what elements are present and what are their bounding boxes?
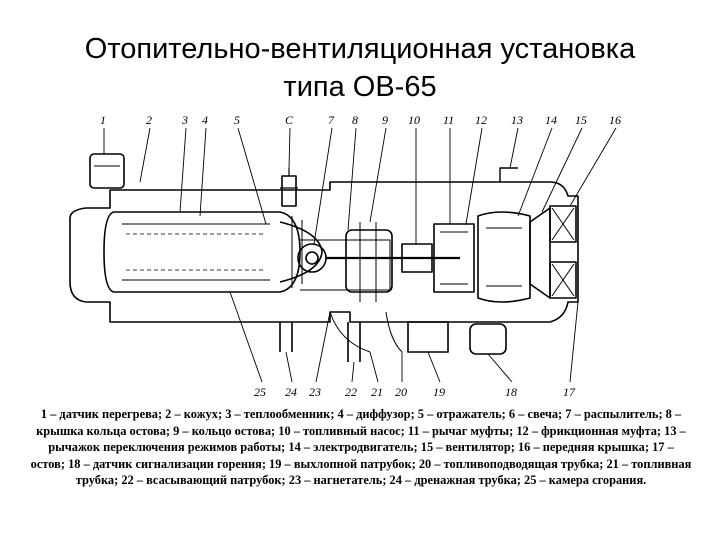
parts-legend: 1 – датчик перегрева; 2 – кожух; 3 – теп… [30, 407, 692, 488]
overheat-sensor [89, 153, 125, 189]
front-cover-lower [549, 261, 577, 299]
electric-motor [477, 211, 531, 303]
callout-15: 15 [575, 113, 587, 127]
heater-cross-section-diagram: 1 2 3 4 5 С 7 8 9 10 11 12 13 14 15 16 2… [69, 113, 621, 399]
combustion-chamber [103, 211, 301, 293]
drain-pipe [279, 322, 293, 352]
mode-lever [499, 167, 518, 182]
front-cover-upper [549, 205, 577, 243]
callout-1: 1 [100, 113, 106, 127]
callout-2: 2 [146, 113, 152, 127]
callout-12: 12 [475, 113, 487, 127]
title-line-1: Отопительно-вентиляционная установка [84, 33, 636, 65]
outer-housing [69, 181, 579, 323]
top-leader-lines [103, 127, 617, 245]
callout-19: 19 [433, 385, 445, 399]
callout-4: 4 [202, 113, 208, 127]
callout-22: 22 [345, 385, 357, 399]
fuel-pump [401, 243, 433, 273]
callout-10: 10 [408, 113, 420, 127]
burning-sensor [469, 323, 507, 355]
slide-title: Отопительно-вентиляционная установка тип… [40, 30, 680, 106]
callout-16: 16 [609, 113, 621, 127]
callout-13: 13 [511, 113, 523, 127]
frame-ring [345, 229, 393, 293]
callout-18: 18 [505, 385, 517, 399]
callout-23: 23 [309, 385, 321, 399]
callout-7: 7 [328, 113, 335, 127]
callout-20: 20 [395, 385, 407, 399]
callout-9: 9 [382, 113, 388, 127]
diffuser [279, 221, 323, 283]
callout-3: 3 [181, 113, 188, 127]
bottom-callout-labels: 25 24 23 22 21 20 19 18 17 [254, 385, 576, 399]
callout-6: С [285, 113, 294, 127]
friction-clutch [433, 223, 475, 293]
callout-17: 17 [563, 385, 576, 399]
top-callout-labels: 1 2 3 4 5 С 7 8 9 10 11 12 13 14 15 16 [100, 113, 621, 127]
callout-5: 5 [234, 113, 240, 127]
spark-plug [281, 175, 297, 207]
fuel-tubes [329, 311, 403, 353]
exhaust-pipe [407, 321, 449, 353]
bottom-leader-lines [229, 291, 579, 383]
intake-pipe [347, 322, 361, 362]
callout-8: 8 [352, 113, 358, 127]
callout-11: 11 [443, 113, 454, 127]
title-line-2: типа ОВ-65 [283, 71, 437, 103]
callout-21: 21 [371, 385, 383, 399]
fan [529, 207, 551, 299]
callout-14: 14 [545, 113, 557, 127]
callout-24: 24 [285, 385, 297, 399]
callout-25: 25 [254, 385, 266, 399]
